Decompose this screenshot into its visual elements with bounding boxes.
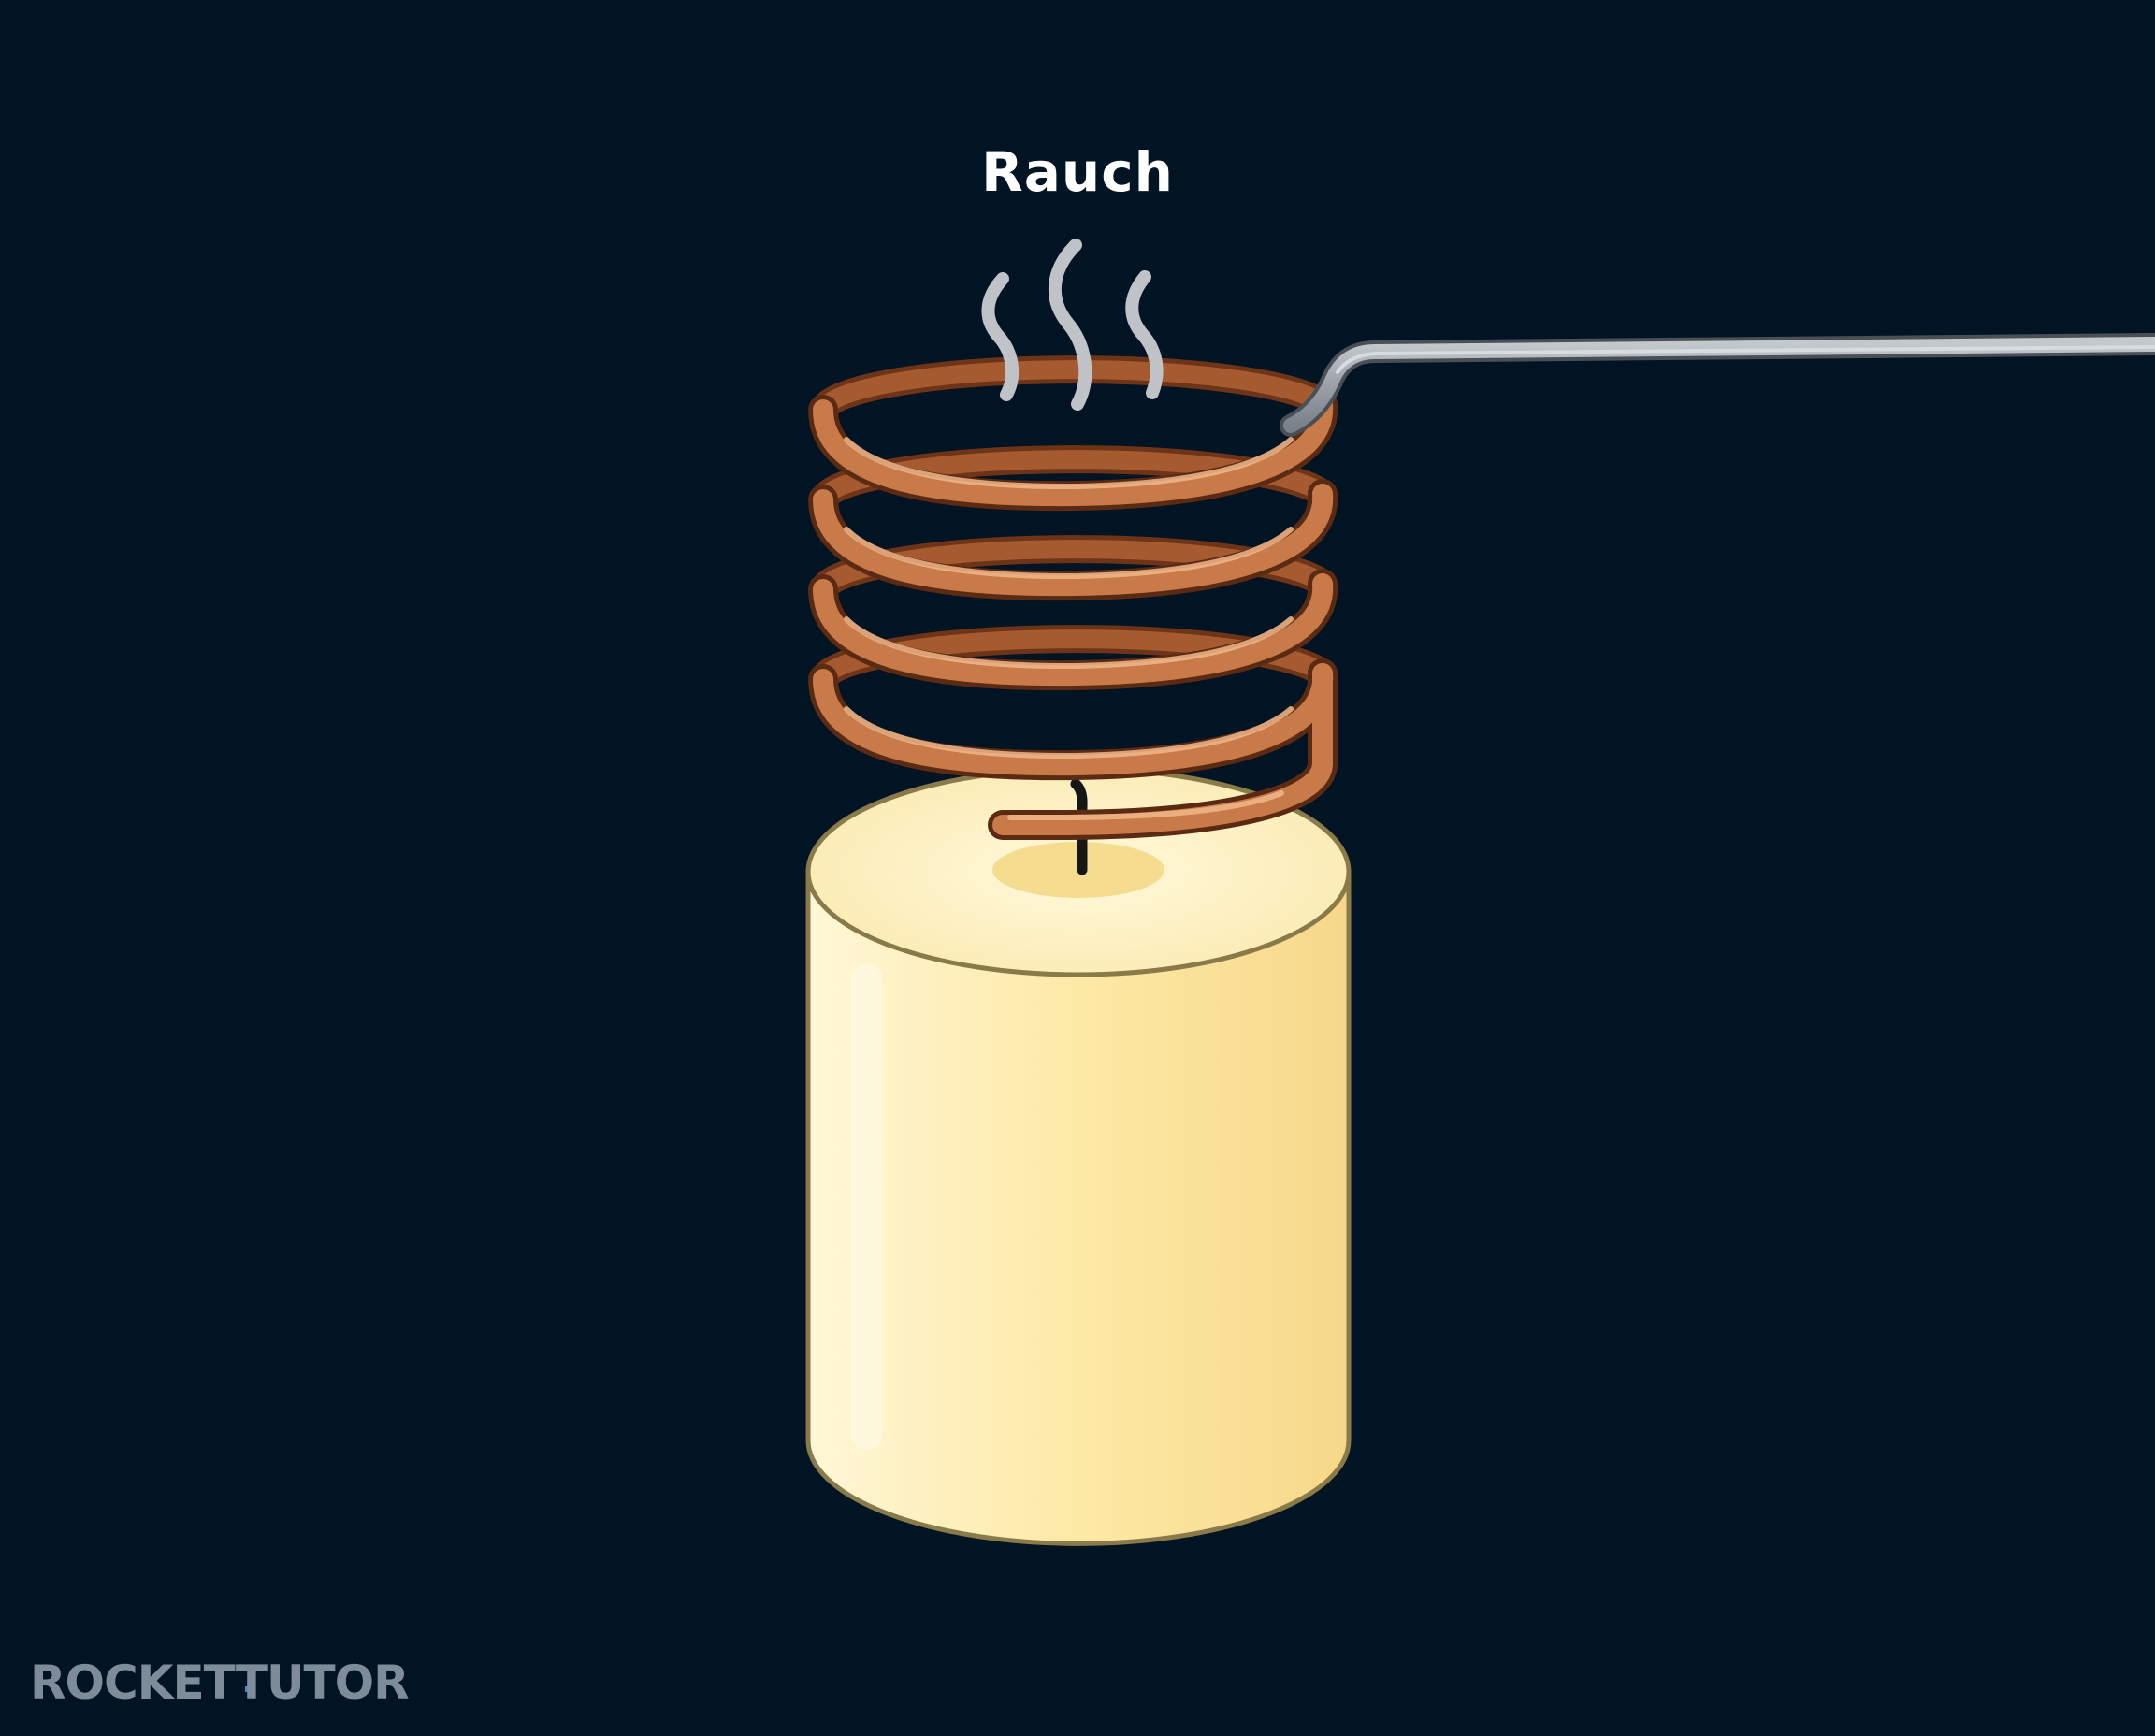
smoke-wisp-middle — [1048, 239, 1092, 411]
copper-coil-back — [809, 355, 1337, 693]
candle-wick — [1070, 778, 1088, 875]
smoke-wisp-right — [1125, 270, 1164, 399]
copper-coil — [808, 389, 1338, 840]
smoke-wisp-left — [981, 272, 1020, 401]
brand-logo: ROCKETTUTOR — [30, 1656, 410, 1710]
smoke-label: Rauch — [981, 140, 1174, 204]
holding-rod — [1280, 333, 2155, 437]
logo-accent — [245, 1686, 251, 1692]
candle-highlight — [851, 963, 883, 1450]
candle — [805, 766, 1352, 1546]
smoke-wisps — [981, 239, 1164, 411]
candle-body — [805, 869, 1352, 1546]
